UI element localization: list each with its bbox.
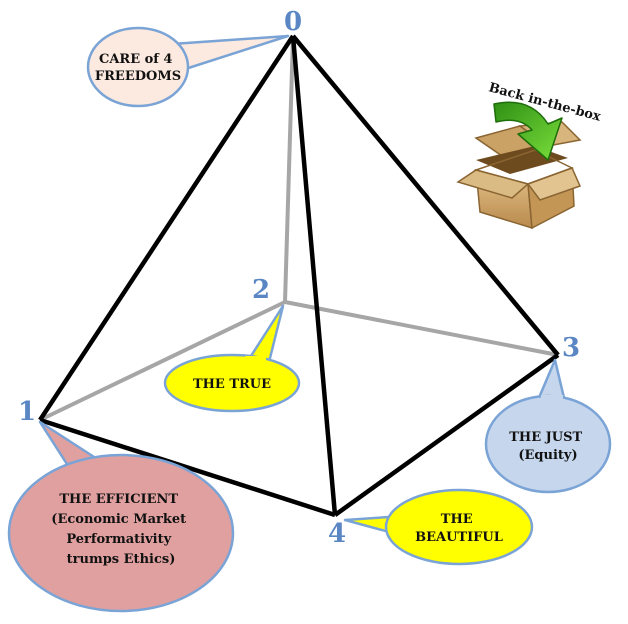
edge-1-4 (39, 417, 336, 518)
vertex-label-1: 1 (18, 397, 36, 427)
edge-apex-2 (283, 35, 295, 303)
efficient-line-2: (Economic Market (51, 512, 186, 527)
front-edges (38, 34, 560, 518)
edge-apex-3 (291, 34, 560, 357)
care-text: CARE of 4 FREEDOMS (95, 52, 181, 84)
care-bubble: CARE of 4 FREEDOMS (86, 26, 290, 108)
back-in-the-box-illustration: Back in-the-box (456, 80, 602, 230)
green-arrow-icon (493, 101, 563, 161)
just-bubble: THE JUST (Equity) (484, 358, 612, 494)
beautiful-line-2: BEAUTIFUL (415, 530, 503, 545)
true-text: THE TRUE (193, 377, 271, 392)
beautiful-bubble: THE BEAUTIFUL (343, 488, 534, 566)
care-line-2: FREEDOMS (95, 69, 181, 84)
just-line-2: (Equity) (518, 448, 577, 463)
efficient-text: THE EFFICIENT (Economic Market Performat… (51, 492, 190, 567)
care-line-1: CARE of 4 (99, 52, 173, 67)
back-edges (39, 35, 559, 422)
just-line-1: THE JUST (509, 430, 582, 445)
efficient-line-1: THE EFFICIENT (59, 492, 178, 507)
efficient-line-3: Performativity (66, 532, 171, 547)
edge-apex-4 (290, 35, 338, 516)
efficient-line-4: trumps Ethics) (67, 552, 176, 567)
vertex-label-2: 2 (252, 275, 270, 305)
edge-1-2 (39, 300, 286, 422)
just-text: THE JUST (Equity) (509, 430, 586, 463)
edge-2-3 (284, 300, 559, 357)
efficient-bubble: THE EFFICIENT (Economic Market Performat… (7, 420, 235, 613)
beautiful-text: THE BEAUTIFUL (415, 512, 503, 545)
true-bubble: THE TRUE (163, 304, 301, 413)
edge-apex-1 (38, 34, 295, 422)
vertex-label-3: 3 (562, 333, 580, 363)
beautiful-line-1: THE (441, 512, 473, 527)
vertex-label-4: 4 (328, 519, 346, 549)
cardboard-box-icon (456, 121, 582, 230)
vertex-label-0: 0 (284, 7, 302, 37)
edge-4-3 (333, 353, 560, 517)
